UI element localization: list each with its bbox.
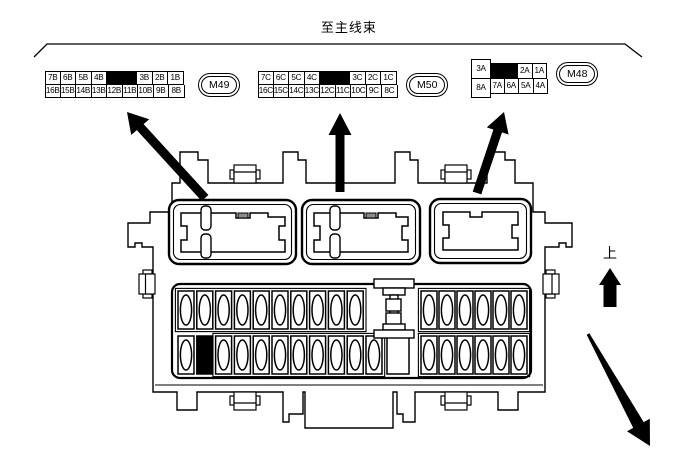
fuse-slots-top-row (177, 290, 528, 330)
pin-cell: 9C (366, 84, 382, 98)
pin-row: 8A (471, 78, 491, 98)
pin-cell: 9B (153, 84, 169, 98)
pin-cell: 11B (122, 84, 138, 98)
connector-badge-m50: M50 (406, 73, 449, 97)
pin-cell: 1B (168, 71, 184, 85)
socket-m50 (300, 198, 422, 266)
pin-cell: 4A (533, 78, 548, 94)
connector-badge-label: M48 (559, 65, 596, 83)
orientation-label: 上 (603, 245, 617, 261)
pin-cell: 6A (504, 78, 519, 94)
connector-table-m48-column: 3A 8A (471, 59, 491, 98)
mount-clip-top-right (440, 164, 472, 184)
pin-cell: 4C (304, 71, 320, 85)
connector-table-m50: 7C 6C 5C 4C 3C 2C 1C 16C 15C 14C 13C 12C… (258, 71, 398, 98)
fuse-slots-bottom-row (177, 335, 528, 375)
pin-cell: 10C (351, 84, 367, 98)
blocked-key-cell (320, 71, 350, 85)
pin-cell: 16B (45, 84, 61, 98)
pin-cell: 8B (169, 84, 185, 98)
pin-cell: 6B (60, 71, 76, 85)
pin-cell: 1A (532, 63, 547, 79)
pin-row: 7B 6B 5B 4B 3B 2B 1B (45, 71, 185, 85)
pin-cell: 11C (335, 84, 351, 98)
pin-cell: 10B (138, 84, 154, 98)
mount-clip-bottom-left (229, 391, 261, 411)
empty-fuse-slot (386, 335, 410, 375)
pin-row: 16C 15C 14C 13C 12C 11C 10C 9C 8C (258, 84, 398, 98)
harness-direction-arrow-icon (586, 333, 650, 446)
arrow-to-m50-icon (328, 113, 352, 192)
connector-badge-label: M50 (409, 76, 446, 94)
pin-cell: 13B (91, 84, 107, 98)
pin-cell: 14C (289, 84, 305, 98)
pin-cell: 5B (76, 71, 92, 85)
connector-table-m48-grid: 2A 1A 7A 6A 5A 4A (490, 63, 548, 94)
pin-cell: 8A (471, 78, 491, 98)
arrow-to-m49-icon (127, 112, 209, 201)
arrow-to-m48-icon (472, 112, 509, 195)
relay-bracket (373, 278, 415, 339)
connector-badge-m49: M49 (198, 73, 241, 97)
pin-cell: 7C (258, 71, 274, 85)
pin-cell: 6C (273, 71, 289, 85)
socket-m49 (167, 198, 298, 266)
pin-cell: 12B (107, 84, 123, 98)
mount-clip-left-side (138, 269, 156, 299)
pin-cell: 3B (137, 71, 153, 85)
pin-row: 16B 15B 14B 13B 12B 11B 10B 9B 8B (45, 84, 185, 98)
pin-cell: 7A (490, 78, 505, 94)
pin-cell: 3C (350, 71, 366, 85)
pin-cell: 13C (304, 84, 320, 98)
socket-m48 (428, 197, 533, 265)
pin-cell: 15C (273, 84, 289, 98)
mount-clip-right-side (542, 269, 560, 299)
pin-cell: 1C (381, 71, 397, 85)
pin-cell: 15B (60, 84, 76, 98)
mount-clip-top-left (229, 164, 261, 184)
pin-cell: 3A (471, 59, 491, 79)
pin-row: 2A 1A (490, 63, 548, 79)
pin-cell: 2C (365, 71, 381, 85)
diagram-title: 至主线束 (320, 20, 377, 35)
blocked-key-cell (107, 71, 137, 85)
mount-clip-bottom-right (440, 391, 472, 411)
connector-badge-m48: M48 (556, 62, 599, 86)
pin-cell: 12C (320, 84, 336, 98)
connector-badge-label: M49 (201, 76, 238, 94)
pin-row: 7A 6A 5A 4A (490, 78, 548, 94)
pin-cell: 2A (518, 63, 533, 79)
pin-cell: 5A (519, 78, 534, 94)
pin-cell: 5C (289, 71, 305, 85)
connector-table-m49: 7B 6B 5B 4B 3B 2B 1B 16B 15B 14B 13B 12B… (45, 71, 185, 98)
pin-cell: 16C (258, 84, 274, 98)
blocked-key-cell (490, 63, 518, 79)
pin-cell: 14B (76, 84, 92, 98)
harness-bracket (33, 43, 643, 58)
pin-row: 7C 6C 5C 4C 3C 2C 1C (258, 71, 398, 85)
pin-row: 3A (471, 59, 491, 79)
pin-cell: 7B (45, 71, 61, 85)
blocked-fuse-slot (196, 335, 214, 375)
pin-cell: 8C (382, 84, 398, 98)
pin-cell: 4B (91, 71, 107, 85)
pin-cell: 2B (152, 71, 168, 85)
up-orientation-arrow-icon (599, 268, 621, 307)
